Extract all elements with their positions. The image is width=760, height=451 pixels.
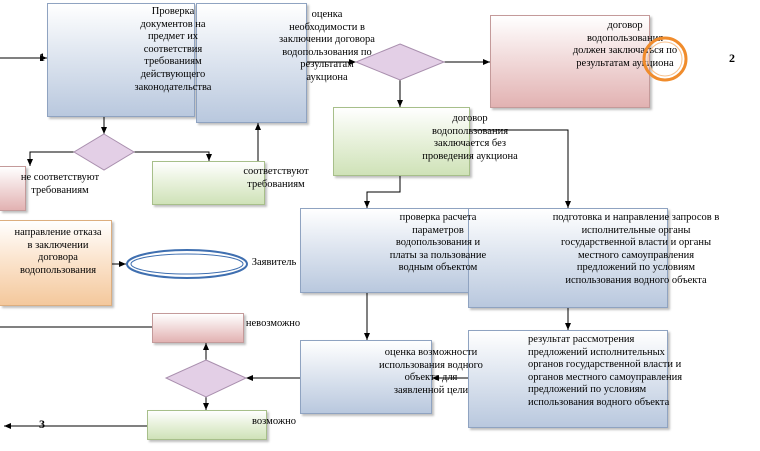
decision-diamond-auction (354, 43, 446, 81)
marker-1: 1 (39, 50, 45, 64)
not-compliant-text: не соответствуют требованиям (20, 172, 100, 196)
marker-3: 3 (39, 417, 45, 431)
arrow-to-not-compliant (27, 151, 74, 166)
compliant-text: соответствуют требованиям (243, 166, 309, 190)
assess-need-text: оценка необходимости в заключении догово… (279, 9, 375, 83)
assess-need-box (196, 3, 307, 123)
arrow-to-check-calc (364, 176, 401, 208)
not-compliant-box (0, 166, 26, 211)
requests-text: подготовка и направление запросов в испо… (552, 212, 720, 286)
check-calc-box (300, 208, 487, 293)
decision-diamond-compliance (73, 133, 135, 171)
check-documents-box (47, 3, 195, 117)
contract-no-auction-text: договор водопользования заключается без … (422, 113, 518, 162)
check-documents-text: Проверка документов на предмет их соотве… (134, 6, 212, 93)
refusal-text: направление отказа в заключении договора… (14, 227, 102, 276)
orange-ring (642, 36, 688, 82)
assess-possibility-box (300, 340, 432, 414)
result-review-box (468, 330, 668, 428)
possible-text: возможно (252, 416, 296, 427)
arrow-to-requests (470, 129, 571, 208)
requests-box (468, 208, 668, 308)
contract-no-auction-box (333, 107, 470, 176)
result-review-text: результат рассмотрения предложений испол… (528, 334, 683, 408)
possible-box (147, 410, 267, 440)
applicant-ellipse (126, 249, 248, 279)
arrow-to-compliant (134, 151, 212, 161)
decision-diamond-possibility (164, 359, 248, 398)
refusal-box (0, 220, 112, 306)
compliant-box (152, 161, 265, 205)
impossible-box (152, 313, 244, 343)
contract-auction-box (490, 15, 650, 108)
contract-auction-text: договор водопользования должен заключать… (572, 20, 678, 69)
check-calc-text: проверка расчета параметров водопользова… (389, 212, 487, 274)
assess-possibility-text: оценка возможности использования водного… (379, 347, 483, 396)
impossible-text: невозможно (245, 318, 301, 329)
marker-2: 2 (729, 51, 735, 65)
applicant-text: Заявитель (251, 257, 297, 268)
